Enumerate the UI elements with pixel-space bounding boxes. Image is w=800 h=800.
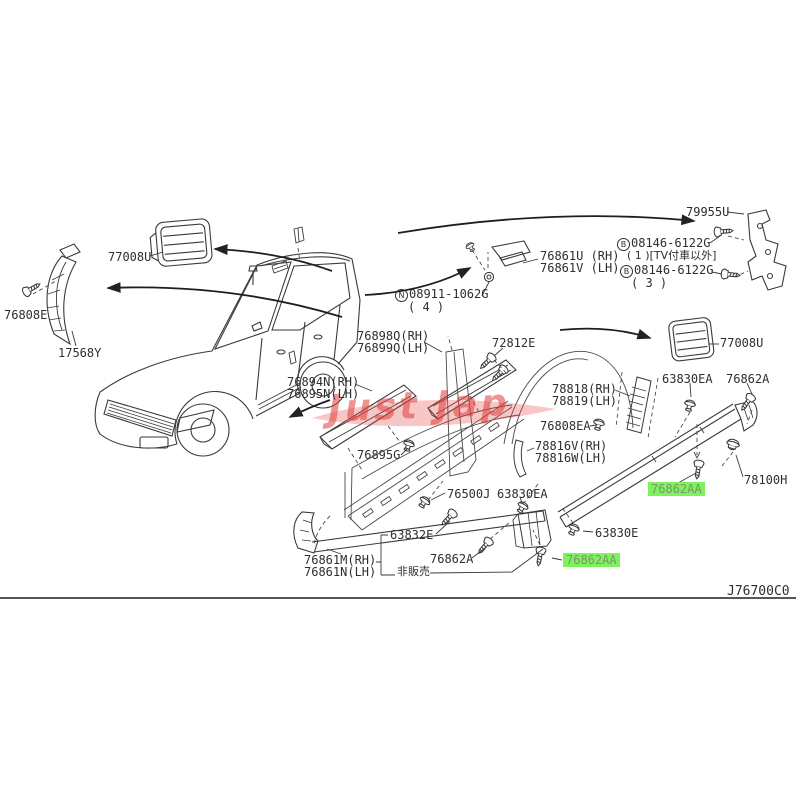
part-label-76895g: 76895G bbox=[357, 448, 401, 462]
part-label-76862a-right: 76862A bbox=[726, 372, 770, 386]
vent-grille-right bbox=[668, 317, 715, 362]
clip-76808ea bbox=[591, 417, 606, 432]
sill-molding-front bbox=[293, 510, 546, 554]
vent-grille-left bbox=[149, 218, 213, 267]
clip-63830e bbox=[565, 521, 582, 538]
part-label-76861v: 76861V (LH) bbox=[540, 261, 620, 275]
part-label-72812e: 72812E bbox=[492, 336, 536, 350]
part-label-63830ea-bottom: 63830EA bbox=[497, 487, 548, 501]
bolt-72812e-1 bbox=[476, 350, 499, 373]
part-label-78816v: 78816V(RH) bbox=[535, 439, 608, 453]
screw-76862aa-right bbox=[691, 459, 705, 481]
b-pillar bbox=[445, 348, 477, 477]
circled-b-icon: B bbox=[617, 238, 630, 251]
part-label-17568y: 17568Y bbox=[58, 346, 102, 360]
rocker-panel bbox=[313, 400, 525, 545]
part-label-76894n: 76894N(RH) bbox=[287, 375, 360, 389]
kicking-plate-76894n bbox=[319, 384, 417, 450]
circled-n-icon: N bbox=[395, 289, 408, 302]
part-label-78819: 78819(LH) bbox=[552, 394, 618, 408]
bracket-76861u bbox=[464, 240, 531, 283]
part-label-76898q: 76898Q(RH) bbox=[357, 329, 430, 343]
part-label-77008u-left: 77008U bbox=[108, 250, 152, 264]
part-label-77008u-right: 77008U bbox=[720, 336, 764, 350]
part-label-78818: 78818(RH) bbox=[552, 382, 618, 396]
dashed-arrow-tip bbox=[693, 451, 701, 460]
part-label-79955u: 79955U bbox=[686, 205, 730, 219]
part-label-76861n: 76861N(LH) bbox=[304, 565, 377, 579]
watermark-swoosh bbox=[312, 400, 556, 427]
part-label-qty-3: ( 3 ) bbox=[631, 276, 668, 290]
part-label-76862aa-right[interactable]: 76862AA bbox=[648, 482, 705, 496]
bolt-08146-bottom bbox=[720, 268, 741, 281]
strake-78818 bbox=[615, 371, 659, 439]
part-label-63830ea-right: 63830EA bbox=[662, 372, 713, 386]
part-label-63830e: 63830E bbox=[595, 526, 639, 540]
flow-arrows bbox=[106, 214, 696, 418]
arrow-to-79955u bbox=[397, 214, 696, 234]
arrow-to-car-sill bbox=[288, 399, 331, 418]
part-label-76895n: 76895N(LH) bbox=[287, 387, 360, 401]
blade-78816 bbox=[513, 439, 527, 478]
sill-molding-main bbox=[557, 400, 758, 528]
part-label-tv-note: ( 1 )[TV付車以外] bbox=[627, 249, 717, 262]
screw-76862aa-bottom bbox=[532, 545, 547, 568]
arrow-to-right-vent bbox=[559, 327, 652, 340]
rocker-slots bbox=[362, 421, 500, 519]
part-label-76899q: 76899Q(LH) bbox=[357, 341, 430, 355]
rear-wheel-arch bbox=[503, 351, 634, 445]
pillar-garnish-17568y bbox=[46, 243, 81, 346]
part-label-not-sold: 非販売 bbox=[397, 565, 430, 578]
screw-76808e bbox=[20, 279, 43, 299]
molding-bracket-center bbox=[512, 509, 552, 549]
part-label-76862a-bottom: 76862A bbox=[430, 552, 474, 566]
part-label-76808ea: 76808EA bbox=[540, 419, 591, 433]
leader-lines bbox=[71, 211, 753, 576]
part-label-76808e: 76808E bbox=[4, 308, 48, 322]
clip-63830ea-right bbox=[682, 398, 697, 413]
bolt-08146-top bbox=[713, 225, 734, 238]
arrow-to-76861u bbox=[364, 267, 472, 296]
diagram-code: J76700C0 bbox=[727, 584, 790, 599]
part-label-76862aa-bottom[interactable]: 76862AA bbox=[563, 553, 620, 567]
car-illustration bbox=[94, 226, 361, 457]
arrow-to-pillar-garnish bbox=[106, 282, 343, 318]
part-label-76861u: 76861U (RH) bbox=[540, 249, 620, 263]
part-label-76500j: 76500J bbox=[447, 487, 491, 501]
dashed-guides bbox=[32, 235, 753, 546]
part-label-63832e: 63832E bbox=[390, 528, 434, 542]
part-label-76861m: 76861M(RH) bbox=[304, 553, 377, 567]
part-label-qty-4: ( 4 ) bbox=[408, 300, 445, 314]
part-label-78100h: 78100H bbox=[744, 473, 788, 487]
bracket-79955u bbox=[713, 209, 787, 291]
circled-b-icon-2: B bbox=[620, 265, 633, 278]
part-label-78816w: 78816W(LH) bbox=[535, 451, 608, 465]
arrow-to-left-vent bbox=[213, 244, 333, 272]
clip-76500j bbox=[415, 494, 433, 511]
grommet-78100h bbox=[724, 437, 742, 452]
